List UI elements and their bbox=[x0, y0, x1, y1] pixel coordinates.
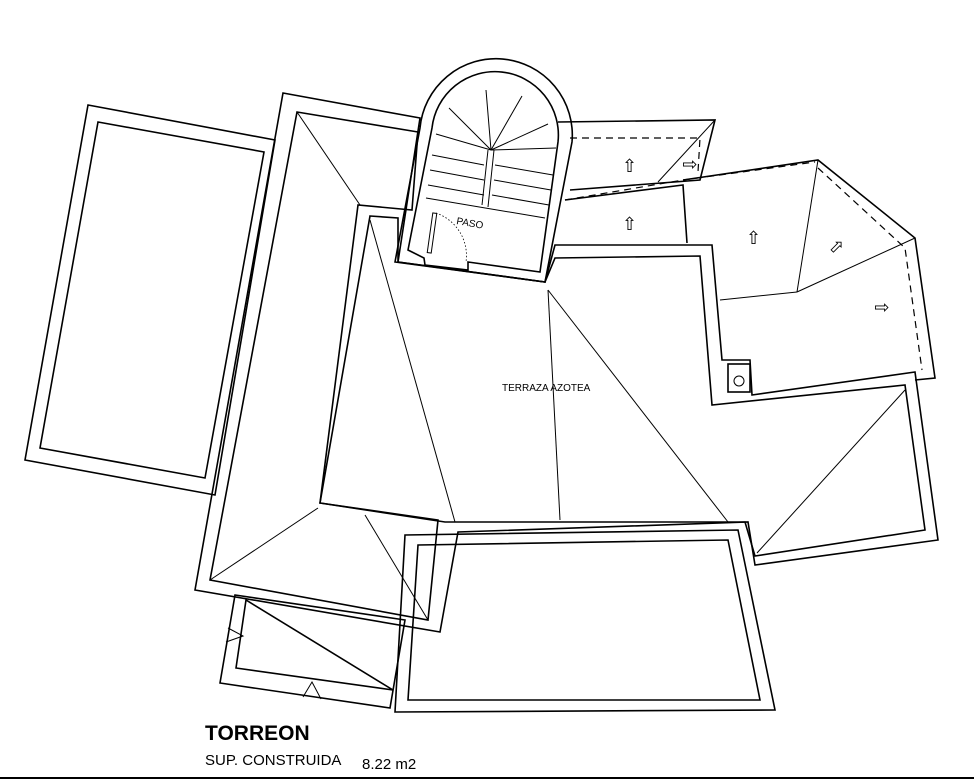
surface-label: SUP. CONSTRUIDA bbox=[205, 752, 342, 769]
slope-arrow-icon: ⇧ bbox=[622, 156, 637, 177]
right-roofs: ⇧ ⇧ ⇧ ⇧ ⇧ ⇧ bbox=[557, 119, 936, 381]
slope-arrow-icon: ⇧ bbox=[870, 300, 891, 315]
slope-arrow-icon: ⇧ bbox=[746, 228, 761, 249]
plan-title: TORREON bbox=[205, 722, 310, 745]
slope-arrow-icon: ⇧ bbox=[622, 214, 637, 235]
slope-arrow-icon: ⇧ bbox=[678, 157, 699, 172]
terraza-label: TERRAZA AZOTEA bbox=[502, 383, 591, 394]
terraza-azotea: TERRAZA AZOTEA bbox=[319, 215, 926, 557]
slope-arrow-icon: ⇧ bbox=[823, 235, 849, 261]
chimney bbox=[727, 363, 751, 393]
paso-label: PASO bbox=[455, 216, 484, 232]
left-roof bbox=[24, 104, 276, 496]
surface-value: 8.22 m2 bbox=[362, 756, 417, 773]
divider-line bbox=[0, 777, 974, 779]
lower-left-area bbox=[219, 594, 406, 709]
bottom-roof bbox=[394, 529, 776, 713]
stair-tower: PASO bbox=[394, 57, 574, 283]
